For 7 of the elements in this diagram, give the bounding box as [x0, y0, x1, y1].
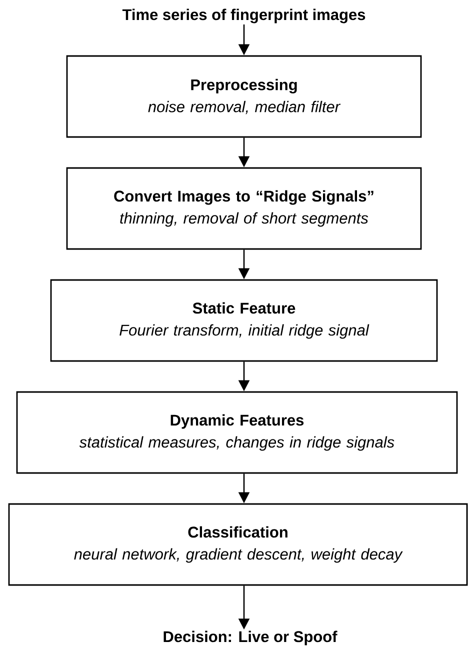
flow-label: Time series of fingerprint images: [122, 8, 366, 24]
process-box: Convert Images to “Ridge Signals” thinning, removal of short segments: [66, 167, 422, 250]
process-box: Preprocessing noise removal, median filter: [66, 55, 422, 138]
process-box: Dynamic Features statistical measures, changes in ridge signals: [16, 391, 458, 474]
flow-label: Decision: Live or Spoof: [164, 630, 338, 646]
process-box: Classification neural network, gradient descent, weight decay: [8, 503, 468, 586]
process-box: Static Feature Fourier transform, initial ridge signal: [50, 279, 438, 362]
